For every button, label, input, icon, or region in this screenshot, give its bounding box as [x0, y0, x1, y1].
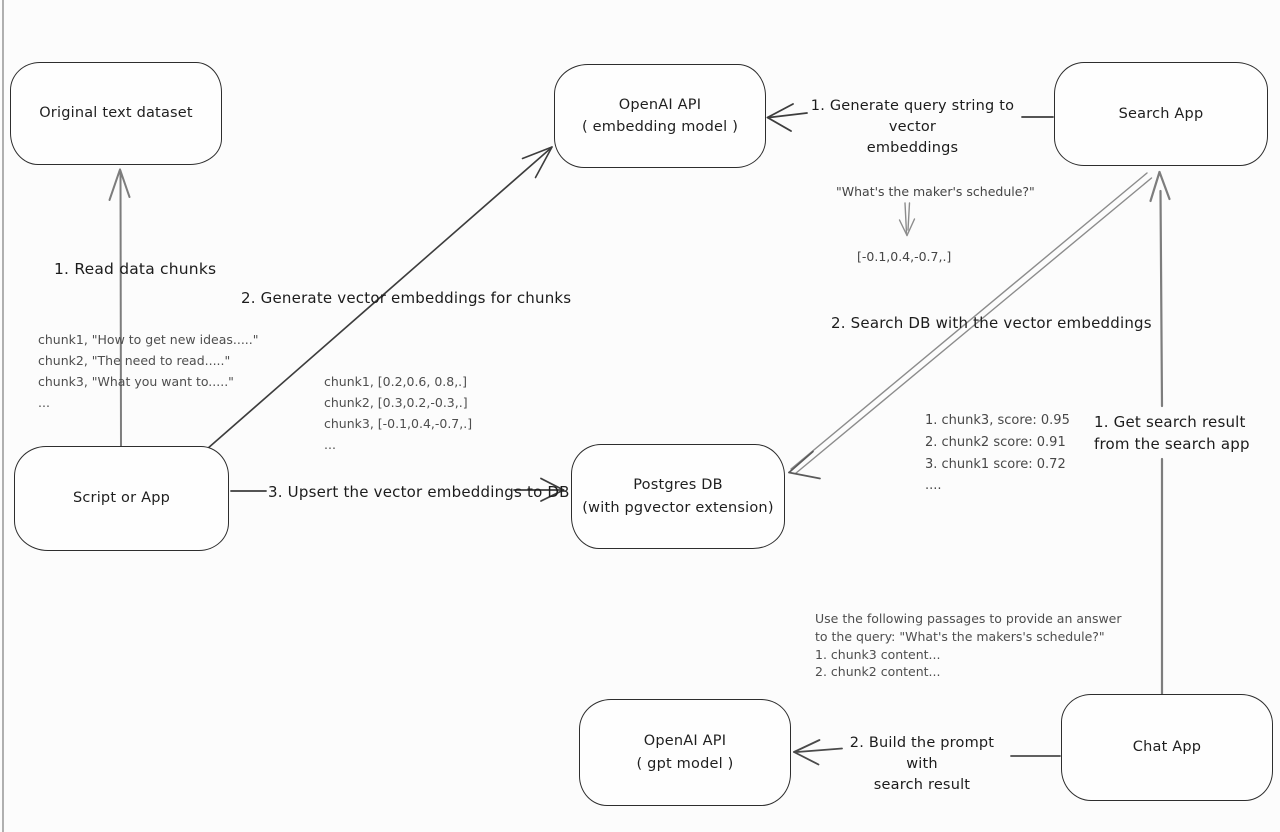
- edge-label-line2: search result: [873, 777, 971, 794]
- annotation-line: 2. chunk2 score: 0.91: [925, 434, 1066, 450]
- annotation-line: chunk1, [0.2,0.6, 0.8,.]: [324, 374, 468, 389]
- annotation-chunk-texts: chunk1, "How to get new ideas....." chun…: [38, 329, 259, 413]
- edge-label-read-data-chunks: 1. Read data chunks: [54, 260, 217, 278]
- node-original-text-dataset[interactable]: Original text dataset: [10, 62, 222, 165]
- annotation-query-vector: [-0.1,0.4,-0.7,.]: [857, 249, 952, 264]
- annotation-line: 2. chunk2 content...: [815, 664, 941, 680]
- arrow-query-to-vector: [766, 103, 1054, 132]
- node-label: Script or App: [72, 490, 171, 507]
- node-openai-embedding[interactable]: OpenAI API ( embedding model ): [554, 64, 766, 168]
- arrow-generate-embeddings: [206, 146, 553, 450]
- node-label: Search App: [1118, 105, 1204, 122]
- annotation-search-scores: 1. chunk3, score: 0.95 2. chunk2 score: …: [925, 410, 1070, 497]
- annotation-line: to the query: "What's the makers's sched…: [815, 628, 1105, 644]
- edge-label-query-to-vector: 1. Generate query string to vector embed…: [790, 96, 1035, 159]
- node-label: Chat App: [1132, 739, 1202, 756]
- edge-label-line1: 1. Generate query string to vector: [810, 98, 1015, 136]
- node-label-line1: OpenAI API: [618, 96, 702, 113]
- node-label-line2: ( embedding model ): [581, 119, 739, 135]
- arrow-read-data-chunks: [108, 168, 131, 448]
- node-chat-app[interactable]: Chat App: [1061, 694, 1273, 801]
- edge-label-line2: embeddings: [866, 140, 959, 157]
- arrow-get-search-result: [1149, 170, 1171, 696]
- node-search-app[interactable]: Search App: [1054, 62, 1268, 166]
- edge-label-line2: from the search app: [1094, 434, 1250, 453]
- edge-label-line1: 2. Build the prompt with: [849, 735, 995, 773]
- annotation-prompt-text: Use the following passages to provide an…: [815, 610, 1122, 681]
- annotation-chunk-vectors: chunk1, [0.2,0.6, 0.8,.] chunk2, [0.3,0.…: [324, 371, 472, 455]
- annotation-line: ....: [925, 478, 942, 494]
- edge-label-get-search-result: 1. Get search result from the search app: [1094, 412, 1250, 456]
- arrow-upsert-embeddings: [230, 477, 565, 502]
- arrow-build-prompt: [793, 739, 1061, 766]
- annotation-line: chunk3, "What you want to.....": [38, 374, 234, 389]
- node-openai-gpt[interactable]: OpenAI API ( gpt model ): [579, 699, 791, 806]
- node-label-line1: Postgres DB: [633, 477, 723, 494]
- annotation-line: 3. chunk1 score: 0.72: [925, 456, 1066, 472]
- annotation-query-string: "What's the maker's schedule?": [836, 184, 1035, 199]
- node-label: Original text dataset: [39, 105, 193, 122]
- annotation-line: chunk1, "How to get new ideas.....": [38, 332, 259, 347]
- annotation-line: 1. chunk3 content...: [815, 646, 941, 662]
- edge-label-line1: 1. Get search result: [1094, 413, 1246, 431]
- annotation-line: chunk2, "The need to read.....": [38, 353, 231, 368]
- annotation-line: ...: [324, 437, 336, 452]
- node-postgres-db[interactable]: Postgres DB (with pgvector extension): [571, 444, 785, 549]
- edge-label-generate-embeddings: 2. Generate vector embeddings for chunks: [241, 289, 572, 307]
- edge-label-search-db: 2. Search DB with the vector embeddings: [831, 314, 1152, 332]
- edge-label-upsert-embeddings: 3. Upsert the vector embeddings to DB: [268, 483, 570, 501]
- annotation-line: Use the following passages to provide an…: [815, 611, 1122, 626]
- node-label-line1: OpenAI API: [643, 733, 727, 750]
- arrow-query-string-to-vector: [898, 202, 916, 237]
- node-label-line2: ( gpt model ): [636, 755, 734, 772]
- arrow-search-db: [788, 172, 1153, 480]
- node-script-or-app[interactable]: Script or App: [14, 446, 229, 551]
- annotation-line: chunk3, [-0.1,0.4,-0.7,.]: [324, 416, 473, 431]
- annotation-line: ...: [38, 395, 50, 410]
- node-label-line2: (with pgvector extension): [582, 499, 774, 516]
- annotation-line: chunk2, [0.3,0.2,-0.3,.]: [324, 395, 468, 410]
- annotation-line: 1. chunk3, score: 0.95: [925, 413, 1070, 428]
- edge-label-build-prompt: 2. Build the prompt with search result: [832, 733, 1012, 796]
